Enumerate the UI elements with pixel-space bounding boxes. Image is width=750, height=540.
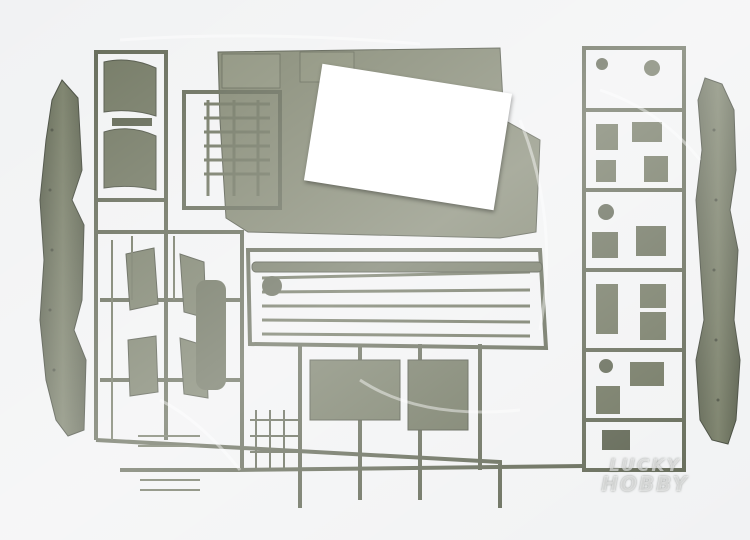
watermark-line1: LUCKY xyxy=(609,456,681,476)
bag-wrinkles xyxy=(119,34,702,471)
watermark-line2: HOBBY xyxy=(601,472,689,496)
watermark: LUCKY HOBBY xyxy=(580,456,710,496)
